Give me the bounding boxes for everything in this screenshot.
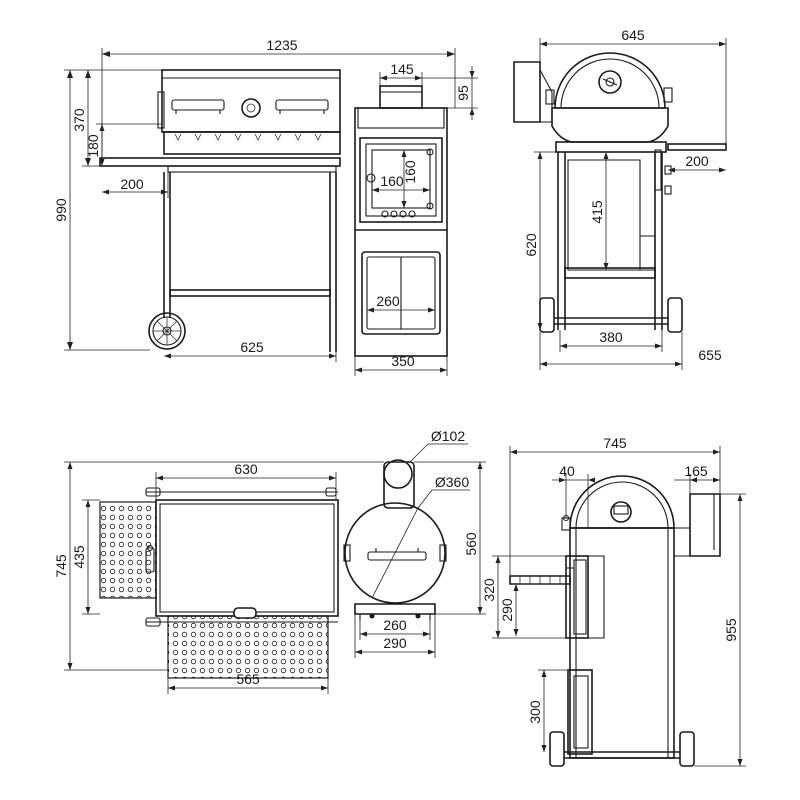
fb-wheel-left-icon [549,731,565,767]
dim-fb-grill-inner-height: 290 [499,598,515,622]
side-top-rail [555,141,667,153]
front-firebox-vents [381,210,416,218]
dim-top-grate-depth: 435 [71,545,87,569]
dim-front-firebox-width: 350 [391,353,415,369]
side-bottom-rack [564,267,656,279]
side-bowl [551,107,669,143]
dim-front-hood-height: 370 [71,108,87,132]
front-vent-row [174,133,322,141]
front-firebox-door [359,137,443,223]
dim-fb-chimney-width: 165 [684,463,708,479]
dim-fb-grill-height: 320 [481,578,497,602]
dim-front-shelf-height: 180 [85,134,101,158]
side-wheel-left-icon [539,297,555,333]
dim-fb-overall-width: 745 [603,435,627,451]
front-shelf-rail [167,165,337,173]
dim-front-firebox-door-width: 160 [380,173,404,189]
dim-top-firebox-height: 560 [463,532,479,556]
front-bottom-shelf [169,289,331,297]
dim-side-inner-width: 380 [599,329,623,345]
fb-dome [569,475,675,529]
top-view: 630 745 435 565 Ø102 Ø360 [53,428,486,694]
dim-fb-door-height: 300 [527,700,543,724]
top-chimney-cap-icon [383,459,413,489]
front-handle-left [171,99,225,111]
fb-handle-left [561,517,571,531]
fb-upper-door [565,555,589,639]
dim-side-shelf-width: 200 [685,153,709,169]
front-view: 1235 145 95 990 370 180 [53,37,478,376]
dim-top-firebox-diameter: Ø360 [435,474,469,490]
top-firebox-stand [354,603,436,615]
top-chimney [383,461,415,509]
front-handle-right [275,99,329,111]
dim-front-drawer-width: 260 [376,293,400,309]
dim-front-chimney-width: 145 [390,61,414,77]
fb-wheel-right-icon [679,731,695,767]
top-chamber-handle [145,547,155,573]
dim-front-chimney-height: 95 [455,85,471,101]
front-drawer [361,251,441,335]
dim-top-firebox-base-outer: 290 [383,635,407,651]
top-firebox-drum [344,502,446,604]
dim-fb-overall-height: 955 [723,618,739,642]
front-hood [161,69,341,133]
dim-top-chamber-width: 630 [234,461,258,477]
front-chimney [379,85,423,109]
dim-front-side-shelf-width: 200 [120,176,144,192]
fb-thermometer-icon [610,501,632,523]
dim-top-firebox-base-inner: 260 [383,617,407,633]
front-side-shelf [99,157,341,167]
front-hood-hinge-left [157,91,165,129]
dim-side-rack-height: 415 [589,200,605,224]
top-cook-chamber [155,499,339,617]
front-door-latch-icon [366,173,376,183]
dim-top-chimney-diameter: Ø102 [431,428,465,444]
side-view: 645 200 620 415 380 655 [513,27,727,370]
front-wheel-icon [148,312,186,350]
dim-top-bottom-shelf-width: 565 [236,671,260,687]
side-dome [554,52,666,109]
dim-top-overall-depth: 745 [53,554,69,578]
dim-front-overall-height: 990 [53,198,69,222]
side-handle-left [545,89,555,105]
side-thermometer-icon [598,70,622,94]
dim-front-cart-width: 625 [240,339,264,355]
dim-front-firebox-door-height: 160 [402,160,418,184]
fb-lower-door [567,669,593,755]
side-wheel-right-icon [667,297,683,333]
dim-side-overall-width: 645 [621,27,645,43]
dim-side-leg-height: 620 [523,233,539,257]
top-side-grate [99,501,157,599]
side-shelf [667,143,727,151]
front-thermometer-icon [241,98,261,118]
dim-side-base-width: 655 [698,347,722,363]
dim-front-overall-width: 1235 [266,37,297,53]
top-bottom-grate [167,615,329,679]
dim-fb-handle-offset: 40 [559,463,575,479]
side-chimney-box [513,61,541,123]
front-chamber-body [163,131,341,155]
firebox-side-view: 745 40 165 320 290 955 [481,435,746,767]
top-firebox-handle [367,551,427,561]
fb-chimney-box [689,493,721,557]
